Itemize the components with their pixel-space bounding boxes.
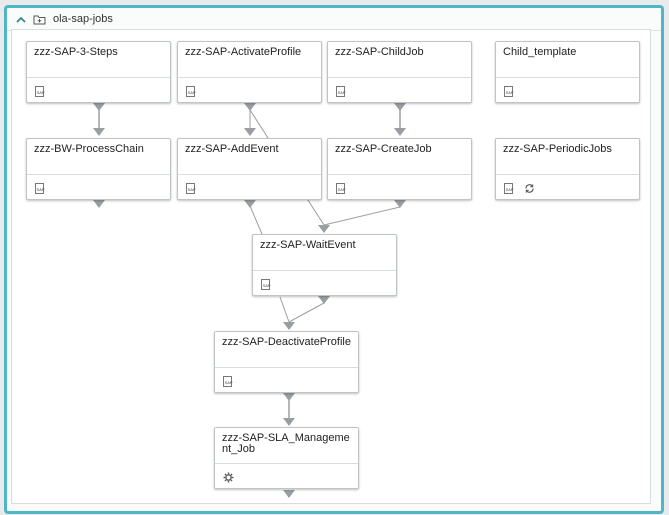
- job-name: zzz-SAP-AddEvent: [185, 143, 279, 155]
- card-divider: [215, 463, 358, 464]
- svg-text:SAP: SAP: [337, 187, 345, 192]
- sap-icon: SAP: [260, 278, 272, 290]
- svg-text:SAP: SAP: [337, 90, 345, 95]
- svg-text:SAP: SAP: [187, 187, 195, 192]
- card-divider: [328, 77, 471, 78]
- job-name: zzz-SAP-SLA_Management_Job: [222, 432, 350, 455]
- job-name: zzz-SAP-ActivateProfile: [185, 46, 302, 58]
- job-card-add-event[interactable]: zzz-SAP-AddEvent SAP: [177, 138, 322, 200]
- card-divider: [328, 174, 471, 175]
- svg-text:SAP: SAP: [224, 380, 232, 385]
- job-card-child-job[interactable]: zzz-SAP-ChildJob SAP: [327, 41, 472, 103]
- job-card-activate-profile[interactable]: zzz-SAP-ActivateProfile SAP: [177, 41, 322, 103]
- job-name: zzz-SAP-ChildJob: [335, 46, 424, 58]
- gear-icon: [222, 471, 234, 483]
- card-divider: [178, 174, 321, 175]
- job-card-periodic-jobs[interactable]: zzz-SAP-PeriodicJobs SAP: [495, 138, 640, 200]
- svg-text:SAP: SAP: [36, 90, 44, 95]
- job-card-3-steps[interactable]: zzz-SAP-3-Steps SAP: [26, 41, 171, 103]
- sap-icon: SAP: [503, 182, 515, 194]
- svg-text:SAP: SAP: [187, 90, 195, 95]
- svg-text:SAP: SAP: [505, 187, 513, 192]
- sap-icon: SAP: [335, 182, 347, 194]
- group-title: ola-sap-jobs: [53, 13, 113, 25]
- card-divider: [253, 270, 396, 271]
- job-card-child-template[interactable]: Child_template SAP: [495, 41, 640, 103]
- svg-text:SAP: SAP: [262, 283, 270, 288]
- job-card-sla-management-job[interactable]: zzz-SAP-SLA_Management_Job: [214, 427, 359, 489]
- job-name: zzz-SAP-DeactivateProfile: [222, 336, 351, 348]
- job-name: Child_template: [503, 46, 577, 58]
- sap-icon: SAP: [34, 182, 46, 194]
- job-card-create-job[interactable]: zzz-SAP-CreateJob SAP: [327, 138, 472, 200]
- job-card-bw-process-chain[interactable]: zzz-BW-ProcessChain SAP: [26, 138, 171, 200]
- cyclic-refresh-icon: [523, 182, 535, 194]
- job-name: zzz-SAP-3-Steps: [34, 46, 118, 58]
- sap-icon: SAP: [335, 85, 347, 97]
- sap-icon: SAP: [222, 375, 234, 387]
- card-divider: [496, 174, 639, 175]
- job-name: zzz-SAP-PeriodicJobs: [503, 143, 612, 155]
- card-divider: [178, 77, 321, 78]
- card-divider: [27, 77, 170, 78]
- svg-text:SAP: SAP: [505, 90, 513, 95]
- card-divider: [215, 367, 358, 368]
- svg-text:SAP: SAP: [36, 187, 44, 192]
- sap-icon: SAP: [185, 182, 197, 194]
- sap-icon: SAP: [185, 85, 197, 97]
- job-card-deactivate-profile[interactable]: zzz-SAP-DeactivateProfile SAP: [214, 331, 359, 393]
- folder-icon: [33, 13, 47, 25]
- card-divider: [496, 77, 639, 78]
- sap-icon: SAP: [503, 85, 515, 97]
- group-header: ola-sap-jobs: [7, 8, 661, 31]
- job-name: zzz-SAP-WaitEvent: [260, 239, 356, 251]
- chevron-up-icon[interactable]: [15, 13, 27, 25]
- sap-icon: SAP: [34, 85, 46, 97]
- job-card-wait-event[interactable]: zzz-SAP-WaitEvent SAP: [252, 234, 397, 296]
- card-divider: [27, 174, 170, 175]
- job-name: zzz-SAP-CreateJob: [335, 143, 432, 155]
- job-name: zzz-BW-ProcessChain: [34, 143, 144, 155]
